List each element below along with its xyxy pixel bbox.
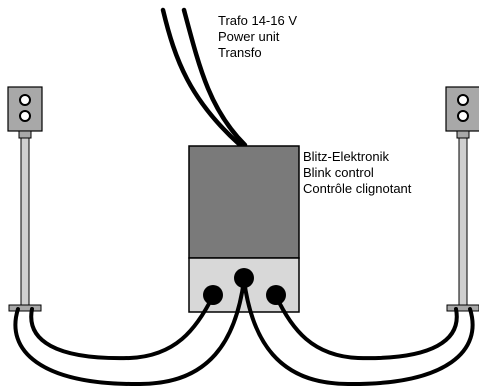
power-unit-label: Trafo 14-16 V Power unit Transfo: [218, 13, 297, 61]
right-cable-outer: [242, 278, 475, 387]
blink-control-line-2: Blink control: [303, 165, 374, 180]
blink-control-line-1: Blitz-Elektronik: [303, 149, 389, 164]
left-signal-lamp-bottom: [19, 110, 31, 122]
power-wire-left: [160, 7, 243, 148]
right-signal-mast: [458, 137, 468, 307]
left-signal: [7, 86, 43, 312]
right-signal-lamp-bottom: [457, 110, 469, 122]
left-signal-mast: [20, 137, 30, 307]
power-wire-right: [181, 7, 248, 148]
left-cable-outer: [13, 278, 246, 387]
blink-control-label: Blitz-Elektronik Blink control Contrôle …: [303, 149, 411, 197]
right-signal-lamp-top: [457, 94, 469, 106]
power-cable: [160, 7, 248, 148]
blink-control-line-3: Contrôle clignotant: [303, 181, 412, 196]
power-unit-line-1: Trafo 14-16 V: [218, 13, 298, 28]
power-unit-line-2: Power unit: [218, 29, 280, 44]
right-cable-inner: [274, 294, 459, 361]
right-signal-head: [445, 86, 479, 132]
left-signal-head: [7, 86, 43, 132]
signal-cables: [13, 278, 475, 387]
module-body: [188, 145, 300, 259]
power-unit-line-3: Transfo: [218, 45, 262, 60]
right-signal-base: [446, 304, 479, 312]
right-signal: [445, 86, 479, 312]
left-signal-mast-cap: [18, 130, 32, 139]
left-signal-base: [8, 304, 42, 312]
right-signal-mast-cap: [456, 130, 470, 139]
left-signal-lamp-top: [19, 94, 31, 106]
left-cable-inner: [29, 294, 215, 361]
